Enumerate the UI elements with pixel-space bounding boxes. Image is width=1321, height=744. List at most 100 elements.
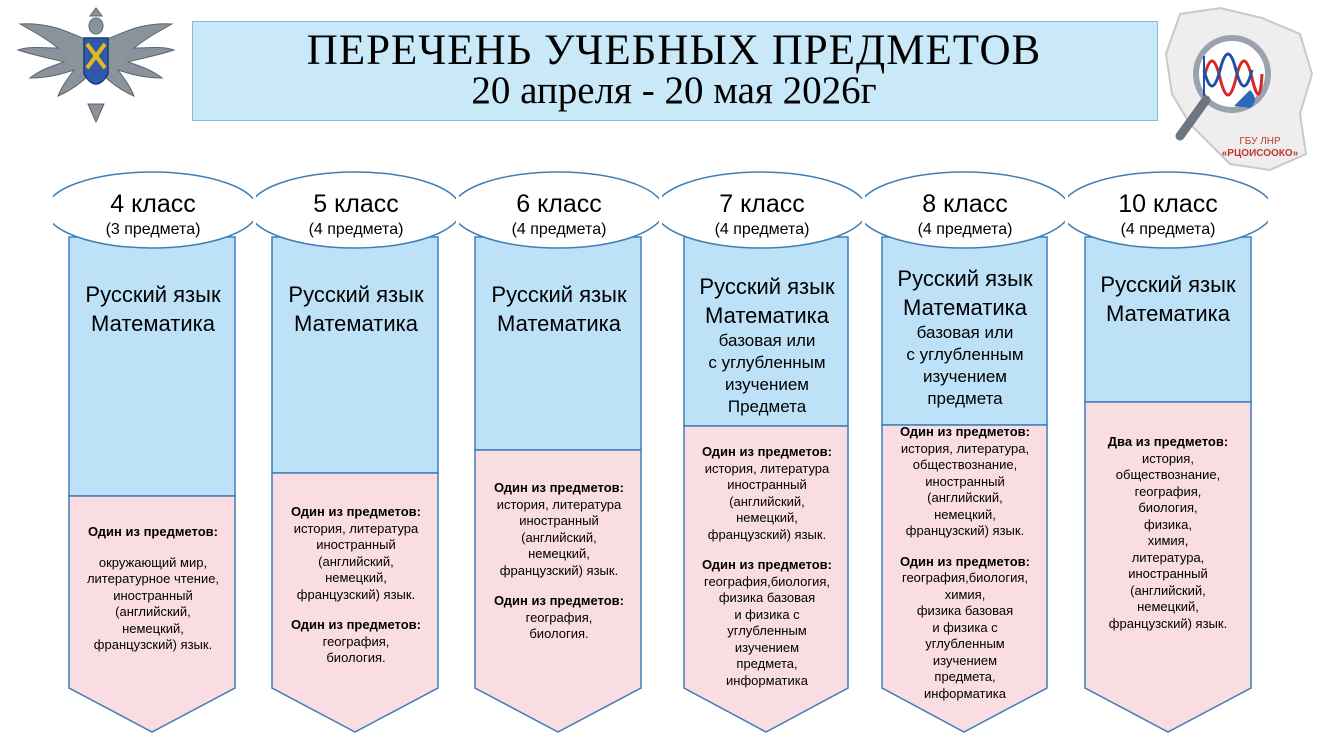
option-item: биология. [326,650,386,665]
option-item: география,биология, [902,570,1028,585]
option-item: информатика [924,685,1006,701]
option-item: (английский, [729,493,805,509]
core-subject-math: Математика [705,303,829,328]
option-heading: Два из предметов: [1107,434,1229,449]
option-heading: Один из предметов: [88,524,218,539]
column-shape [256,171,456,733]
core-note: предмета [927,389,1003,408]
option-item: немецкий, [934,506,996,522]
subject-count: (4 предмета) [714,221,810,238]
option-item: иностранный [925,473,1005,489]
core-subject-math: Математика [294,311,418,336]
option-item: французский) язык. [1108,615,1228,631]
core-subject-russian: Русский язык [85,282,221,307]
option-item: и физика с [932,619,998,635]
option-item: иностранный [519,513,599,528]
option-heading: Один из предметов: [900,553,1030,569]
core-subject-russian: Русский язык [699,274,835,299]
option-item: обществознание, [912,457,1018,472]
option-item: (английский, [115,604,191,619]
option-subjects: Один из предметов: история, литература и… [667,444,867,689]
option-subjects: Два из предметов: история, обществознани… [1068,434,1268,632]
core-note: Предмета [727,397,807,416]
option-item: французский) язык. [93,637,213,652]
core-subjects: Русский язык Математика [1068,270,1268,328]
option-item: предмета, [934,669,996,684]
core-subject-math: Математика [1106,301,1230,326]
option-heading: Один из предметов: [702,444,832,459]
option-item: (английский, [318,553,394,569]
option-item: физика, [1144,516,1192,532]
core-subject-math: Математика [903,295,1027,320]
column-shape [865,171,1065,733]
option-item: иностранный [1128,566,1208,581]
option-item: биология, [1138,500,1198,515]
grade-label: 8 класс [922,190,1008,218]
option-item: и физика с [734,606,800,622]
column-shape [53,171,253,733]
option-item: иностранный [316,537,396,552]
option-item: история, литература [293,520,419,536]
option-item: обществознание, [1115,467,1221,482]
option-item: география, [1134,483,1202,499]
column-shape [662,171,862,733]
option-heading: Один из предметов: [494,593,624,608]
option-item: химия, [1147,533,1189,548]
grade-column-5: 5 класс (4 предмета) Русский язык Матема… [256,0,456,744]
grade-label: 6 класс [516,190,602,218]
option-item: (английский, [1130,582,1206,598]
option-heading: Один из предметов: [900,424,1030,439]
option-item: изучением [734,639,800,655]
option-subjects: Один из предметов: окружающий мир, литер… [53,524,253,654]
option-item: физика базовая [718,590,816,605]
core-note: изучением [923,367,1007,386]
option-item: окружающий мир, [98,554,208,570]
option-heading: Один из предметов: [291,617,421,632]
option-item: литература, [1131,549,1205,565]
option-item: немецкий, [325,570,387,585]
grade-label: 7 класс [719,190,805,218]
option-item: немецкий, [1137,599,1199,614]
title-banner [192,21,1158,121]
core-subject-math: Математика [91,311,215,336]
option-subjects: Один из предметов: история, литература и… [459,480,659,643]
option-item: химия, [944,586,986,602]
option-item: немецкий, [528,546,590,561]
grade-column-8: 8 класс (4 предмета) Русский язык Матема… [865,0,1065,744]
option-item: иностранный [727,477,807,492]
core-subject-russian: Русский язык [1100,272,1236,297]
subject-count: (3 предмета) [105,221,201,238]
column-shape [1068,171,1268,733]
option-item: иностранный [113,587,193,603]
grade-label: 5 класс [313,190,399,218]
option-subjects: Один из предметов: история, литература, … [865,424,1065,702]
option-item: биология. [529,626,589,641]
option-item: (английский, [927,490,1003,505]
core-note: изучением [725,375,809,394]
grade-column-4: 4 класс (3 предмета) Русский язык Матема… [53,0,253,744]
core-note: базовая или [916,323,1014,342]
core-subjects: Русский язык Математика [256,280,456,338]
subject-count: (4 предмета) [917,221,1013,238]
option-item: литературное чтение, [86,571,220,586]
core-subjects: Русский язык Математика базовая или с уг… [865,264,1065,410]
core-note: с углубленным [906,345,1024,364]
option-item: (английский, [521,529,597,545]
option-item: французский) язык. [499,562,619,578]
option-item: изучением [932,652,998,668]
option-heading: Один из предметов: [702,557,832,572]
subject-count: (4 предмета) [308,221,404,238]
option-item: французский) язык. [296,586,416,602]
option-heading: Один из предметов: [291,504,421,519]
core-subjects: Русский язык Математика базовая или с уг… [667,272,867,418]
option-item: физика базовая [916,603,1014,618]
option-item: немецкий, [736,510,798,525]
core-subjects: Русский язык Математика [53,280,253,338]
eagle-emblem-icon [16,7,176,124]
grade-label: 4 класс [110,190,196,218]
option-item: информатика [726,672,808,688]
grade-label: 10 класс [1118,190,1218,218]
option-item: история, литература [704,460,830,476]
core-subject-russian: Русский язык [897,266,1033,291]
option-item: французский) язык. [707,526,827,542]
